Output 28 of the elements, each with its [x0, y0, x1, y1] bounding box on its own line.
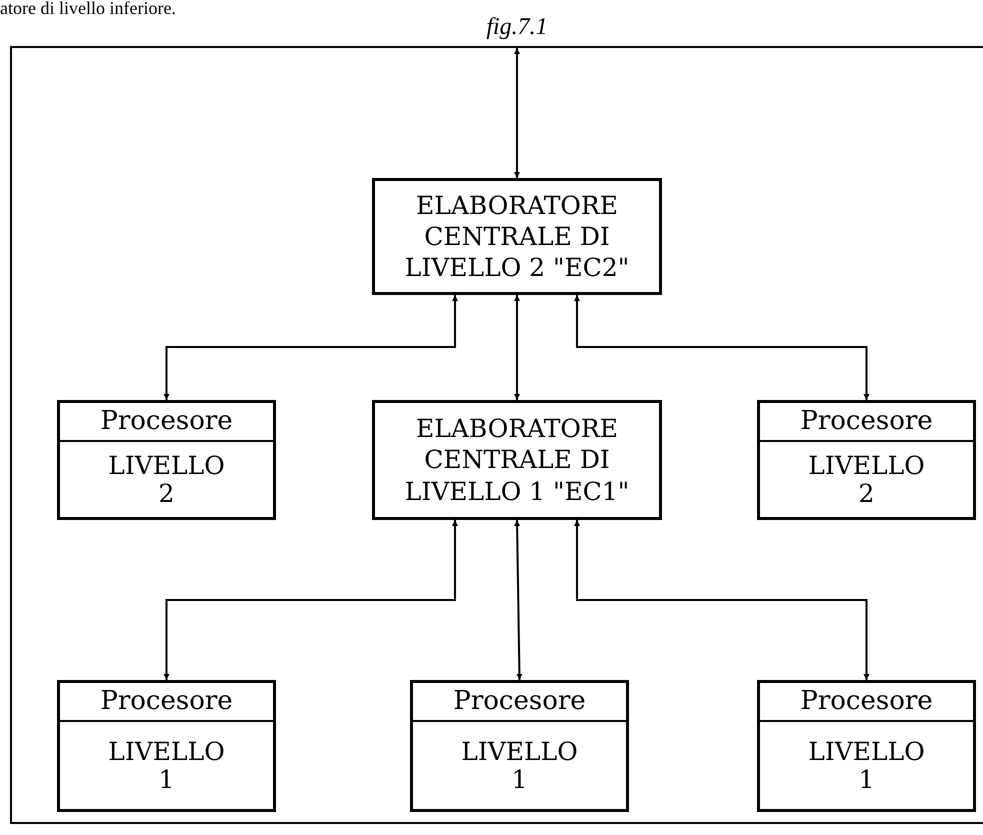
arrow — [514, 295, 520, 400]
processor-title: Procesore — [760, 683, 973, 722]
figure-caption: fig.7.1 — [485, 14, 549, 41]
processor-box — [757, 400, 976, 520]
arrow — [164, 520, 458, 680]
arrow — [514, 48, 520, 178]
processor-box — [757, 680, 976, 812]
level-text: LIVELLO 1 — [460, 738, 579, 793]
processor-box — [57, 680, 276, 812]
processor-box — [410, 680, 629, 812]
box-title: ELABORATORE CENTRALE DI LIVELLO 1 "EC1" — [404, 413, 630, 508]
processor-title: Procesore — [60, 683, 273, 722]
level-text: LIVELLO 2 — [807, 452, 926, 507]
arrow — [574, 520, 870, 680]
arrow — [574, 295, 870, 400]
level-text: LIVELLO 2 — [107, 452, 226, 507]
box-title: ELABORATORE CENTRALE DI LIVELLO 2 "EC2" — [404, 190, 630, 284]
processor-box — [57, 400, 276, 520]
processor-title: Procesore — [413, 683, 626, 722]
processor-title: Procesore — [760, 403, 973, 442]
central-processor-box — [372, 400, 662, 520]
note-text: atore di livello inferiore. — [0, 0, 176, 19]
arrow — [164, 295, 458, 400]
level-text: LIVELLO 1 — [807, 738, 926, 793]
central-processor-box — [372, 178, 662, 295]
processor-title: Procesore — [60, 403, 273, 442]
arrow — [514, 520, 522, 680]
level-text: LIVELLO 1 — [107, 738, 226, 793]
